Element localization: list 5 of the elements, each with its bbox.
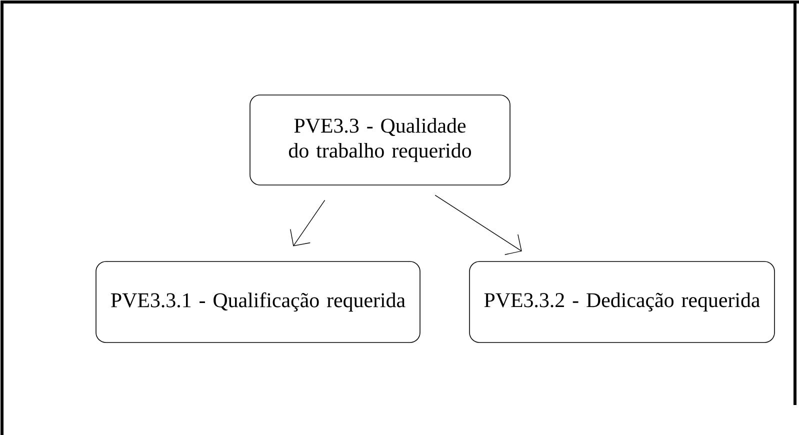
process-box: PVE3.3.2 - Dedicação requerida (469, 261, 775, 343)
arrow (434, 194, 522, 255)
process-box: PVE3.3 - Qualidade do trabalho requerido (250, 94, 510, 186)
process-box: PVE3.3.1 - Qualificação requerida (96, 261, 420, 343)
arrow (290, 200, 326, 246)
